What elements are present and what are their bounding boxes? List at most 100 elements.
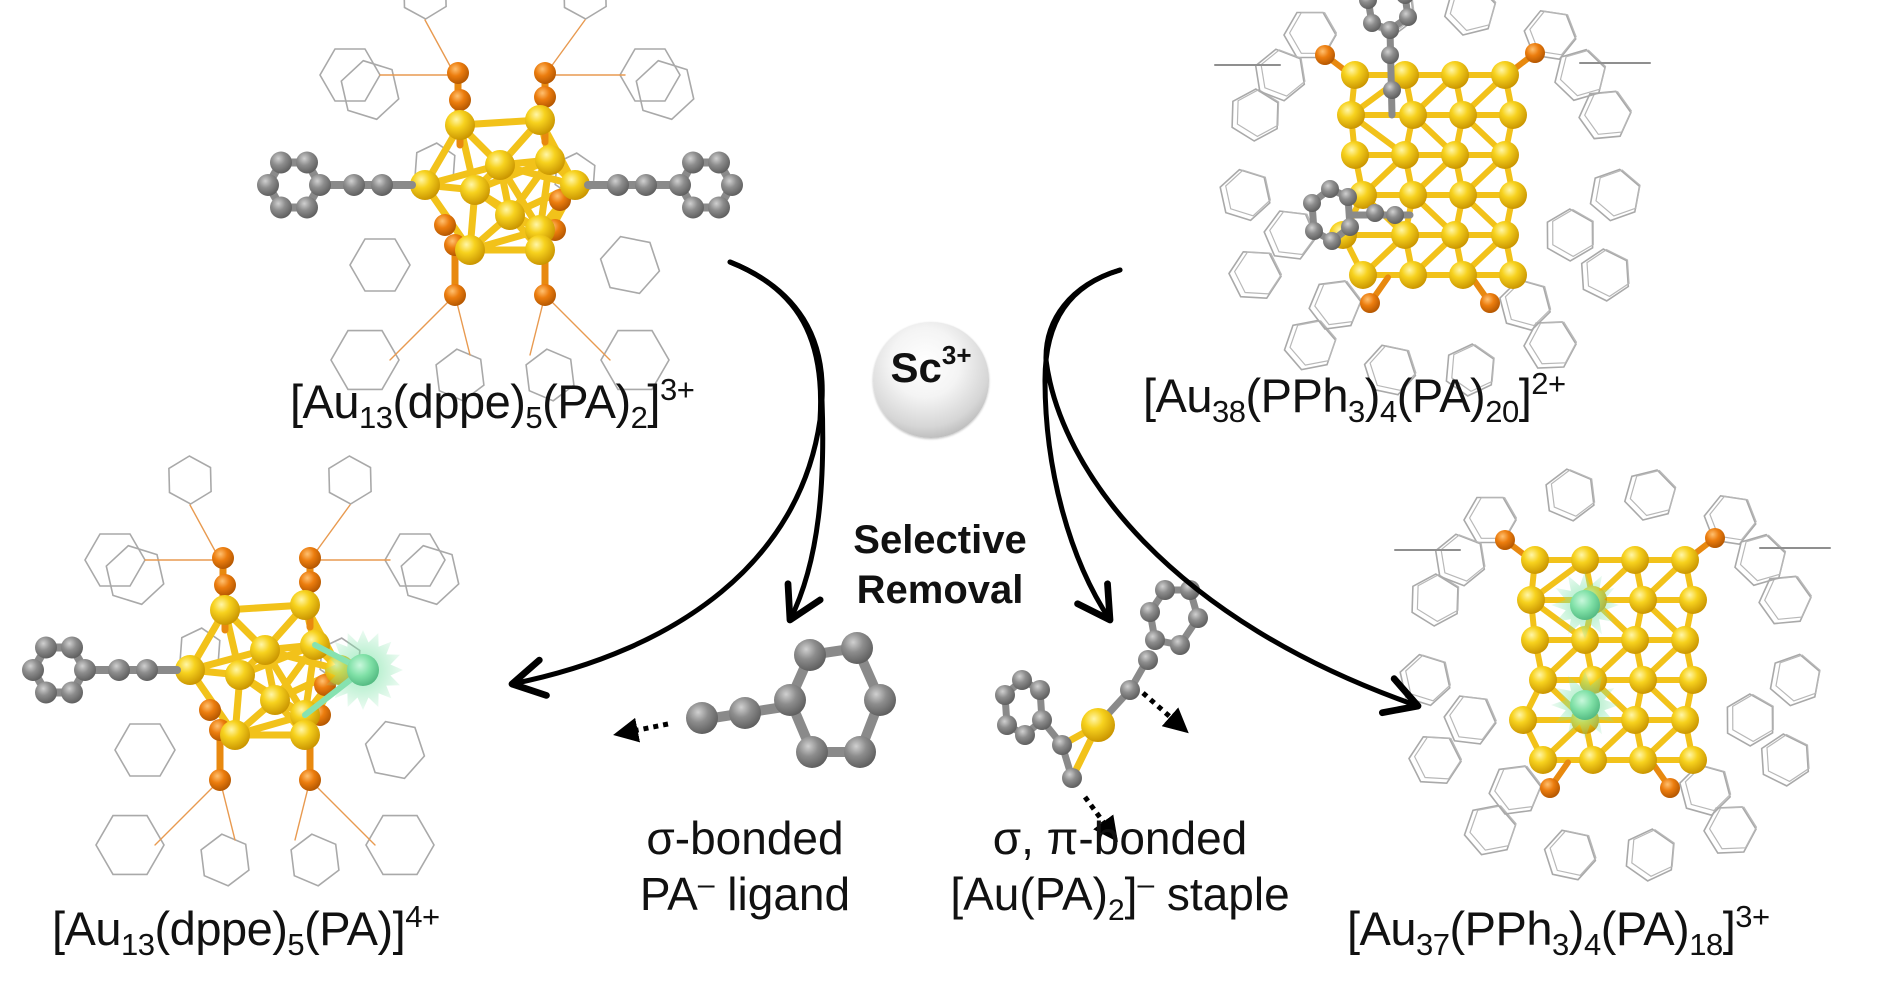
gold-atom: [225, 660, 255, 690]
gold-atom: [1621, 706, 1649, 734]
phenyl-ring: [599, 235, 661, 295]
gold-atom: [1491, 221, 1519, 249]
phenyl-ring: [400, 544, 460, 606]
gold-atom: [445, 110, 475, 140]
gold-atom: [1621, 626, 1649, 654]
au38-reactant-structure: [1214, 0, 1651, 397]
phenyl-ring: [364, 720, 426, 780]
phenyl-ring-double-bond: [1552, 208, 1594, 258]
carbon-atom: [1012, 670, 1032, 690]
phenyl-ring: [1625, 828, 1675, 882]
phenyl-ring: [340, 59, 400, 121]
carbon-atom: [721, 174, 743, 196]
carbon-atom: [1305, 222, 1323, 240]
phenyl-ring-double-bond: [1225, 169, 1271, 217]
phosphorus-atom: [1660, 778, 1680, 798]
gold-atom: [1349, 261, 1377, 289]
gold-atom: [1679, 746, 1707, 774]
carbon-atom: [682, 196, 704, 219]
gold-atom: [1341, 61, 1369, 89]
carbon-atom: [1120, 680, 1140, 700]
p-c-bond: [389, 294, 456, 361]
formula-subscript: 13: [359, 400, 393, 435]
phenyl-ring: [1734, 533, 1786, 587]
formula-text: ): [1568, 902, 1585, 955]
formula-subscript: 4: [1379, 394, 1397, 429]
gold-atom: [1679, 666, 1707, 694]
phosphorus-atom: [1495, 530, 1515, 550]
formula-subscript: 3: [1348, 394, 1365, 429]
carbon-atom: [61, 681, 83, 704]
formula-subscript: 3: [1552, 927, 1569, 962]
gold-atom: [535, 145, 565, 175]
carbon-atom: [296, 151, 318, 174]
gold-atom: [1621, 546, 1649, 574]
removed-pa-ligand-structure: [686, 632, 896, 768]
carbon-atom: [995, 685, 1015, 705]
gold-atom: [1579, 746, 1607, 774]
gold-atom: [220, 720, 250, 750]
carbon-atom: [1188, 608, 1208, 628]
phenyl-ring-double-bond: [1449, 0, 1497, 32]
p-c-bond: [154, 779, 221, 846]
dotted-arrow-pa-left: [613, 717, 669, 743]
gold-atom: [410, 170, 440, 200]
phenyl-ring-double-bond: [1440, 534, 1486, 582]
carbon-atom: [635, 174, 657, 196]
formula-subscript: 38: [1212, 394, 1246, 429]
carbon-atom: [343, 174, 365, 196]
au37-product-formula: [Au37(PPh3)4(PA)18]3+: [1347, 901, 1770, 960]
phosphorus-atom: [212, 547, 234, 569]
carbon-atom: [1321, 180, 1339, 198]
carbon-atom: [729, 697, 761, 729]
gold-atom: [455, 235, 485, 265]
gold-atom: [1349, 181, 1377, 209]
phenyl-ring: [384, 533, 446, 587]
phenyl-ring: [1726, 693, 1774, 747]
carbon-atom: [607, 174, 629, 196]
phenyl-ring: [365, 814, 435, 876]
gold-atom: [1399, 101, 1427, 129]
staple-caption: σ, π-bonded [Au(PA)2]– staple: [920, 810, 1320, 926]
gold-atom: [460, 175, 490, 205]
au13-product-structure: [22, 455, 460, 887]
formula-text: ]: [1518, 369, 1532, 422]
formula-charge: 2+: [1531, 366, 1566, 401]
formula-text: ]: [1722, 902, 1736, 955]
formula-charge: 4+: [405, 899, 440, 934]
carbon-atom: [371, 174, 393, 196]
gold-atom: [1679, 586, 1707, 614]
phenyl-ring-double-bond: [1314, 280, 1362, 326]
carbon-atom: [1052, 735, 1072, 755]
carbon-atom: [108, 659, 130, 681]
phenyl-ring: [95, 814, 165, 876]
gold-atom: [1491, 61, 1519, 89]
phenyl-ring: [84, 533, 146, 587]
phenyl-ring-double-bond: [1708, 806, 1758, 850]
gold-atom: [1521, 626, 1549, 654]
gold-atom: [1441, 61, 1469, 89]
phenyl-ring: [168, 455, 212, 505]
formula-text: (PA): [1396, 369, 1486, 422]
dotted-arrow-staple-down: [1082, 795, 1118, 843]
au13-reactant-structure: [257, 0, 743, 402]
gold-atom: [525, 105, 555, 135]
formula-subscript: 18: [1689, 927, 1723, 962]
carbon-atom: [1030, 680, 1050, 700]
gold-atom: [1341, 141, 1369, 169]
phenyl-ring: [1769, 653, 1821, 707]
gold-atom: [560, 170, 590, 200]
phenyl-ring: [619, 48, 681, 102]
gold-atom: [210, 595, 240, 625]
phenyl-ring-double-bond: [1260, 49, 1306, 97]
formula-text: ): [1364, 369, 1381, 422]
phenyl-ring: [1589, 168, 1641, 222]
carbon-atom: [1138, 650, 1158, 670]
phenyl-ring: [349, 238, 411, 292]
formula-text: (PA): [542, 375, 631, 428]
gold-atom: [485, 150, 515, 180]
phenyl-ring-double-bond: [1629, 469, 1677, 517]
phenyl-ring-double-bond: [1584, 91, 1632, 135]
carbon-atom: [309, 174, 331, 196]
